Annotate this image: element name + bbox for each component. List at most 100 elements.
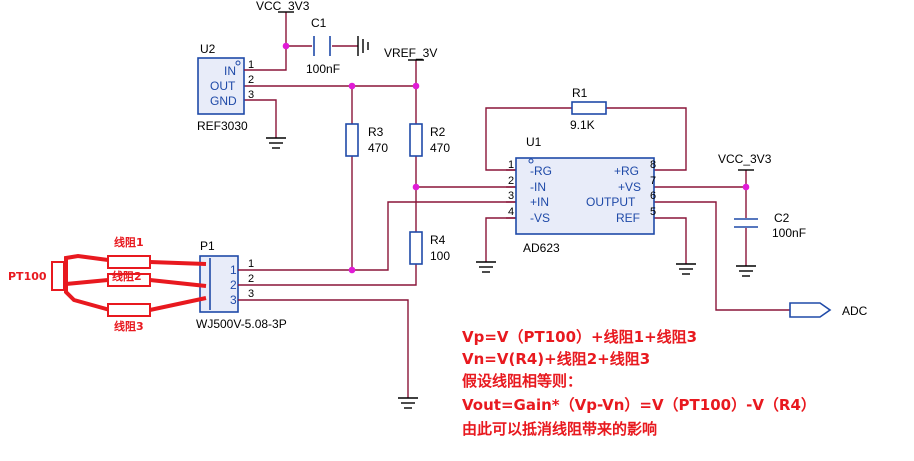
u2-body	[197, 57, 245, 115]
connector-p1: P1 WJ500V-5.08-3P 1 2 3 1 2 3	[196, 239, 287, 331]
equation-notes: Vp=V（PT100）+线阻1+线阻3 Vn=V(R4)+线阻2+线阻3 假设线…	[462, 328, 816, 438]
r3-value: 470	[368, 141, 388, 155]
pt100-wiring: PT100 线阻1 线阻2 线阻3	[8, 235, 207, 333]
junctions	[282, 42, 750, 274]
p1-part: WJ500V-5.08-3P	[196, 317, 287, 331]
c1-value: 100nF	[306, 62, 340, 76]
wires	[244, 12, 790, 398]
p1-pin-num: 1	[248, 258, 254, 270]
u1-pin-num: 4	[508, 206, 514, 218]
u2-designator: U2	[200, 42, 216, 56]
wire-output-adc	[654, 201, 790, 311]
u2-pin-in-label: IN	[224, 64, 236, 78]
u2-pin-num: 1	[248, 59, 254, 71]
vcc-top-label: VCC_3V3	[256, 0, 310, 13]
u1-pin-label: -VS	[530, 211, 550, 225]
resistor-r4: R4 100	[409, 231, 450, 265]
line-resistor-3-label: 线阻3	[114, 319, 144, 333]
u1-pin-num: 3	[508, 190, 514, 202]
adc-label: ADC	[842, 304, 868, 318]
u2-pin-num: 3	[248, 89, 254, 101]
note-line-2: Vn=V(R4)+线阻2+线阻3	[462, 350, 650, 368]
u1-pin-num: 6	[650, 190, 656, 202]
note-line-4: Vout=Gain*（Vp-Vn）=V（PT100）-V（R4）	[462, 396, 816, 414]
junction-dot	[412, 183, 420, 191]
pt100-label: PT100	[8, 270, 47, 283]
p1-pin-num: 3	[248, 288, 254, 300]
line-resistor-2-label: 线阻2	[112, 269, 142, 283]
u1-pin-num: 7	[650, 175, 656, 187]
note-line-1: Vp=V（PT100）+线阻1+线阻3	[462, 328, 697, 346]
power-port-vcc-right: VCC_3V3	[718, 152, 772, 171]
line-resistor-3	[107, 303, 151, 317]
u1-pin-num: 8	[650, 159, 656, 171]
vcc-right-label: VCC_3V3	[718, 152, 772, 166]
ground-symbol	[476, 261, 496, 273]
red-wire-mid	[149, 278, 207, 288]
junction-dot	[742, 183, 750, 191]
wire-u2-gnd	[244, 99, 277, 138]
u2-pin-out-label: OUT	[210, 79, 236, 93]
c1-designator: C1	[311, 16, 327, 30]
ground-symbol	[266, 137, 286, 149]
p1-pin-num: 2	[248, 273, 254, 285]
red-wire-mid	[65, 278, 109, 286]
c2-designator: C2	[774, 211, 790, 225]
r4-value: 100	[430, 249, 450, 263]
power-port-vcc-top: VCC_3V3	[256, 0, 310, 13]
wire-r4-p1pin2	[268, 264, 417, 286]
u2-part: REF3030	[197, 119, 248, 133]
power-port-vref: VREF_3V	[384, 46, 437, 61]
adc-port: ADC	[789, 302, 868, 318]
line-resistor-1-label: 线阻1	[114, 235, 144, 249]
u1-ad623: U1 AD623 -RG -IN +IN -VS 1 2 3 4 +RG +VS…	[506, 135, 656, 255]
u1-part: AD623	[523, 241, 560, 255]
u1-pin-num: 5	[650, 206, 656, 218]
line-resistor-1	[107, 255, 151, 269]
line-resistor-2	[107, 273, 151, 287]
capacitor-c2: C2 100nF	[734, 211, 806, 240]
junction-dot	[348, 266, 356, 274]
wire-ref-gnd	[654, 217, 687, 264]
r1-value: 9.1K	[570, 118, 595, 132]
wire-r3-p1pin1	[268, 156, 353, 271]
wire-vcc-u2in	[270, 12, 287, 71]
resistor-r3: R3 470	[345, 123, 388, 157]
r4-designator: R4	[430, 233, 446, 247]
note-line-5: 由此可以抵消线阻带来的影响	[462, 420, 657, 438]
u1-pin-label: +VS	[618, 180, 641, 194]
c2-value: 100nF	[772, 226, 806, 240]
p1-designator: P1	[200, 239, 215, 253]
resistor-r1: R1 9.1K	[570, 86, 607, 132]
p1-pin-label: 3	[230, 293, 237, 307]
u2-pin-num: 2	[248, 74, 254, 86]
u1-pin-num: 2	[508, 175, 514, 187]
u1-pin-label: -IN	[530, 180, 546, 194]
wire-minus-vs	[485, 217, 516, 262]
u1-pin-label: +RG	[614, 164, 639, 178]
u1-pin-label: REF	[616, 211, 640, 225]
u1-designator: U1	[526, 135, 542, 149]
wire-p1pin1-plusin	[352, 201, 516, 271]
r2-designator: R2	[430, 125, 446, 139]
r3-designator: R3	[368, 125, 384, 139]
u1-pin-label: +IN	[530, 195, 549, 209]
p1-pin-label: 1	[230, 263, 237, 277]
ground-symbol-c1	[357, 36, 369, 56]
junction-dot	[282, 42, 290, 50]
resistor-r2: R2 470	[409, 123, 450, 157]
r2-value: 470	[430, 141, 450, 155]
u1-body	[515, 157, 655, 235]
p1-pin-label: 2	[230, 278, 237, 292]
wire-rg-minus	[485, 107, 572, 171]
ground-symbol	[398, 397, 418, 409]
u1-pin-num: 1	[508, 159, 514, 171]
wire-rg-plus	[606, 107, 687, 171]
ground-symbol	[736, 265, 756, 277]
capacitor-c1: C1 100nF	[306, 16, 340, 76]
p1-body	[199, 255, 239, 313]
u1-pin-label: -RG	[530, 164, 552, 178]
wire-p1pin3-gnd	[268, 299, 409, 398]
